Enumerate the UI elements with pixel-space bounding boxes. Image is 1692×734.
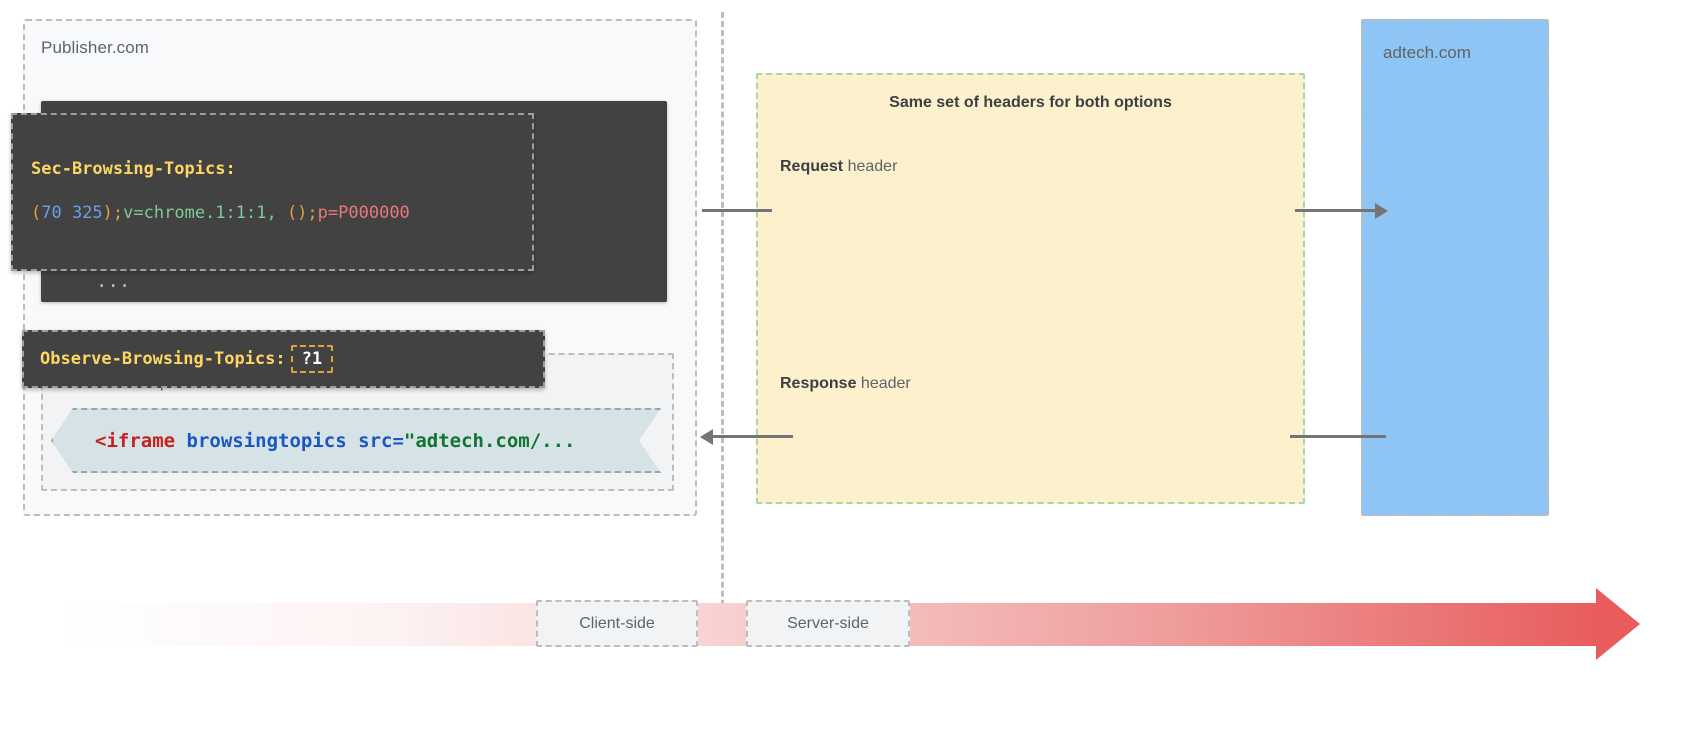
topics-config: p=P000000 [317,203,410,223]
response-header-label-strong: Response [780,375,857,392]
adtech-panel: adtech.com [1361,19,1549,516]
topics-version: v=chrome.1:1:1, [123,203,287,223]
arrow-head-to-adtech-icon [1375,203,1388,219]
topics-separator-1: ; [112,203,124,223]
headers-panel-title: Same set of headers for both options [889,94,1172,111]
iframe-space [175,430,186,452]
response-header-label: Response header [780,375,911,393]
observe-browsing-topics-header-name: Observe-Browsing-Topics: [40,349,286,369]
topics-paren-close: ) [102,203,113,223]
sec-browsing-topics-header-name: Sec-Browsing-Topics: [31,159,236,179]
timeline-server-side-chip: Server-side [746,600,910,647]
iframe-src-key: src= [346,429,404,452]
observe-header-value-highlight: ?1 [290,345,334,373]
topics-ids: 70 325 [41,203,103,223]
headers-panel: Same set of headers for both options Req… [756,73,1305,504]
topics-empty-parens: () [286,203,308,223]
request-header-code-block: Sec-Browsing-Topics: (70 325);v=chrome.1… [11,113,534,271]
client-server-divider [721,12,724,642]
topics-paren-open: ( [31,203,42,223]
adtech-label: adtech.com [1383,43,1471,62]
timeline-arrow-head-icon [1596,588,1640,660]
topics-separator-2: ; [307,203,318,223]
arrow-adtech-to-response [1290,435,1386,438]
request-header-label: Request header [780,158,897,176]
arrow-response-to-publisher [713,435,793,438]
timeline-client-side-chip: Client-side [536,600,698,647]
request-header-label-strong: Request [780,158,844,175]
response-header-label-rest: header [856,375,911,392]
response-header-code-block: Observe-Browsing-Topics:?1 [22,330,545,388]
iframe-src-value: "adtech.com/... [403,429,576,452]
code-ellipsis-bottom: ... [96,270,131,292]
publisher-label: Publisher.com [41,38,150,57]
request-header-label-rest: header [843,158,898,175]
arrow-request-to-adtech [1295,209,1383,212]
arrow-head-to-publisher-icon [700,429,713,445]
iframe-attr-token: browsingtopics [186,429,347,452]
iframe-tag-token: <iframe [95,429,176,452]
iframe-snippet-chevron: <iframe browsingtopics src="adtech.com/.… [51,408,661,473]
arrow-publisher-to-request [702,209,772,212]
